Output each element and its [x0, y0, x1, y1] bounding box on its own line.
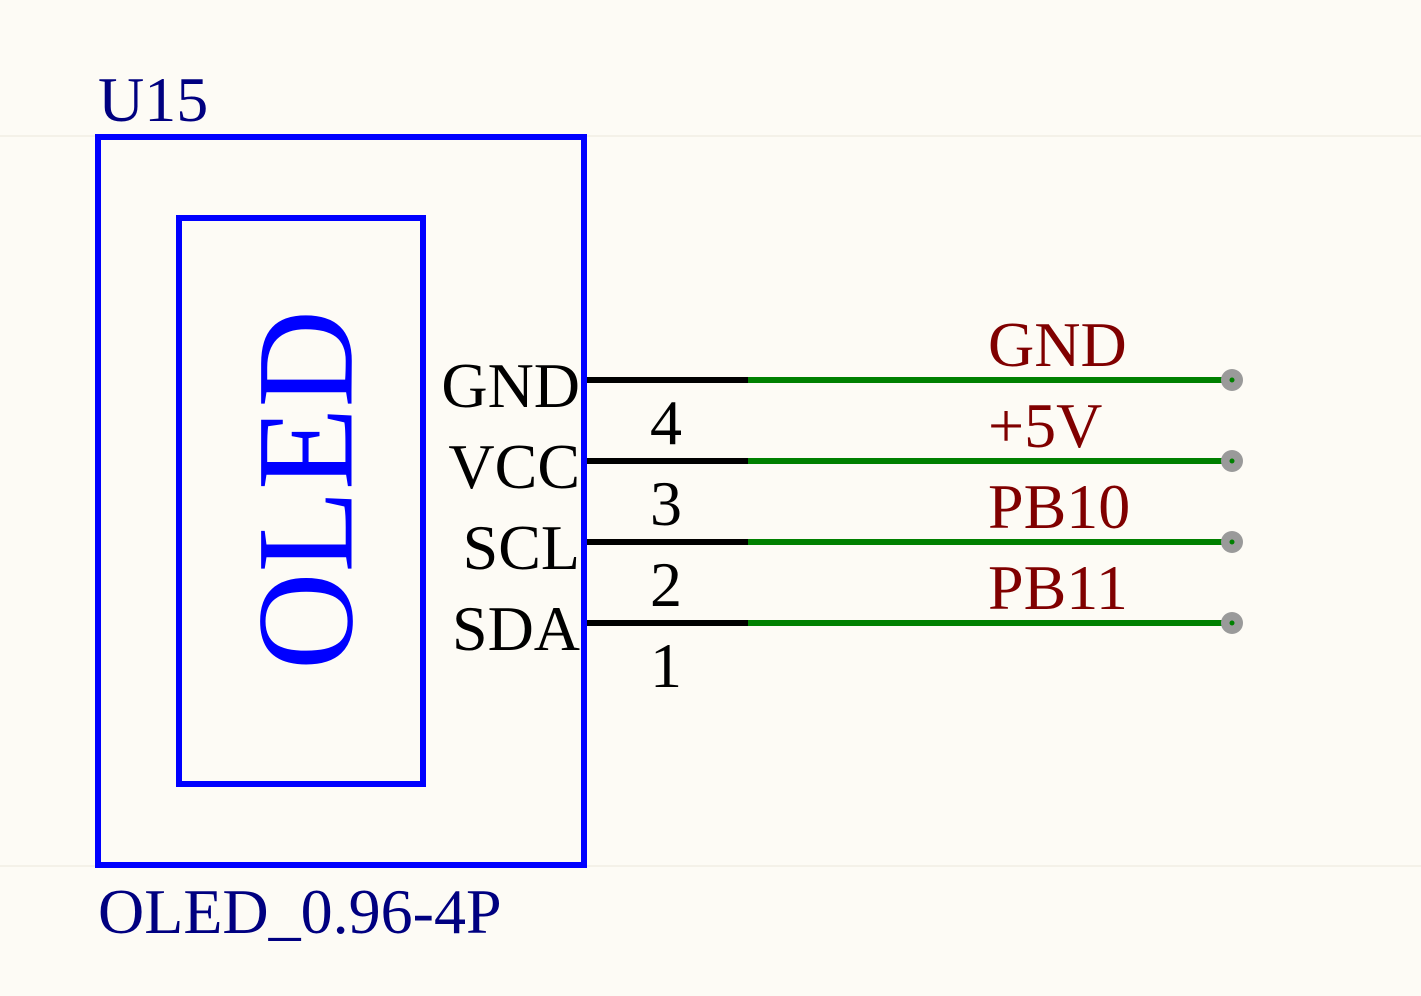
component-designator: U15	[98, 64, 208, 135]
component-part-name: OLED_0.96-4P	[98, 876, 502, 947]
pin-name-gnd: GND	[441, 350, 580, 421]
net-label-gnd: GND	[988, 309, 1127, 380]
pin-name-vcc: VCC	[448, 431, 580, 502]
wire-end-dot-center	[1229, 539, 1235, 545]
body-label: OLED	[229, 310, 382, 670]
pin-number-2: 2	[650, 549, 682, 620]
wire-end-dot-center	[1229, 620, 1235, 626]
net-label-vcc: +5V	[988, 390, 1102, 461]
wire-end-dot-center	[1229, 458, 1235, 464]
component-body-outline[interactable]	[95, 134, 587, 868]
display-window-outline	[176, 215, 426, 787]
pin-name-sda: SDA	[452, 593, 580, 664]
net-label-scl: PB10	[988, 471, 1130, 542]
pin-number-4: 4	[650, 387, 682, 458]
pin-name-scl: SCL	[463, 512, 580, 583]
net-label-sda: PB11	[988, 552, 1128, 623]
pin-number-3: 3	[650, 468, 682, 539]
pin-number-1: 1	[650, 630, 682, 701]
wire-end-dot-center	[1229, 377, 1235, 383]
